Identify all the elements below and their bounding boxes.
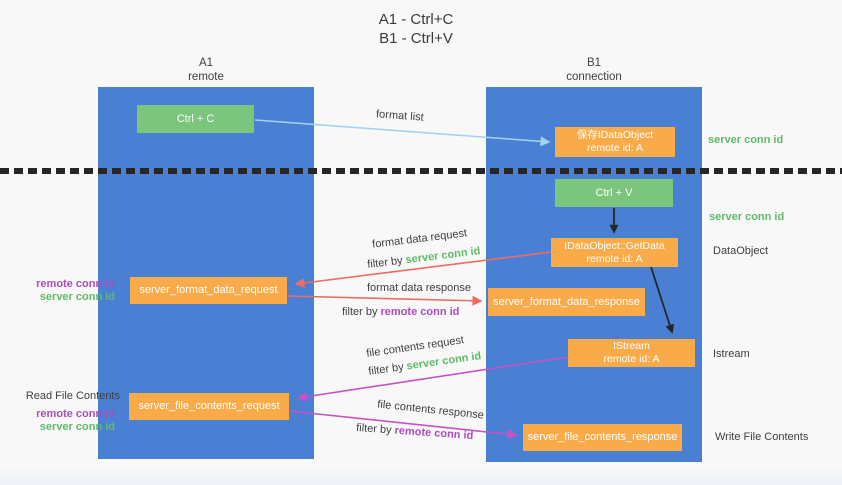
label-write-file-contents: Write File Contents <box>715 431 809 443</box>
label-server-conn-id-top: server conn id <box>708 134 784 146</box>
label-format-list: format list <box>375 108 425 124</box>
box-istream: IStream remote id: A <box>568 339 695 367</box>
title-line-1: A1 - Ctrl+C <box>378 11 454 28</box>
box-istream-line2: remote id: A <box>603 353 660 365</box>
column-a1-name: A1 <box>198 57 214 69</box>
box-save-dataobject-line2: remote id: A <box>586 142 644 154</box>
label-dataobject: DataObject <box>713 245 769 257</box>
box-server-format-data-response-label: server_format_data_response <box>493 295 640 308</box>
label-filter-by-remote-conn-id-1: filter by remote conn id <box>342 306 459 319</box>
column-b1-role: connection <box>566 71 622 83</box>
box-ctrl-c: Ctrl + C <box>137 105 254 133</box>
dashed-separator-line <box>0 168 842 174</box>
label-read-file-contents: Read File Contents <box>25 390 120 402</box>
box-ctrl-v: Ctrl + V <box>555 179 673 207</box>
title-line-2: B1 - Ctrl+V <box>379 30 453 47</box>
column-a1-role: remote <box>188 71 224 83</box>
column-header-a1: A1 remote <box>98 56 314 84</box>
box-ctrl-v-label: Ctrl + V <box>595 186 633 199</box>
column-b1-name: B1 <box>586 57 602 69</box>
diagram-title: A1 - Ctrl+C B1 - Ctrl+V <box>0 10 832 48</box>
box-server-file-contents-response: server_file_contents_response <box>523 424 682 451</box>
remote-conn-id-text: remote conn id <box>36 278 115 290</box>
label-file-contents-response: file contents response <box>376 398 485 422</box>
label-conn-ids-left-bottom: remote conn id server conn id <box>0 408 115 434</box>
remote-conn-id-text: remote conn id <box>380 306 460 318</box>
server-conn-id-text: server conn id <box>404 245 481 267</box>
column-header-b1: B1 connection <box>486 56 702 84</box>
label-format-data-response: format data response <box>367 282 471 294</box>
label-filter-by-remote-conn-id-2: filter by remote conn id <box>356 422 474 443</box>
filter-by-text: filter by <box>367 361 405 378</box>
box-idataobject-getdata: IDataObject::GetData remote id: A <box>551 238 678 267</box>
label-server-conn-id-mid: server conn id <box>709 211 785 223</box>
filter-by-text: filter by <box>366 254 404 271</box>
filter-by-text: filter by <box>355 421 392 437</box>
label-conn-ids-left-top: remote conn id server conn id <box>0 278 115 304</box>
box-server-file-contents-request-label: server_file_contents_request <box>138 400 280 412</box>
server-conn-id-text: server conn id <box>39 291 115 303</box>
box-getdata-line2: remote id: A <box>586 252 643 265</box>
box-istream-line1: IStream <box>613 340 650 352</box>
box-server-file-contents-response-label: server_file_contents_response <box>527 431 678 443</box>
box-server-file-contents-request: server_file_contents_request <box>129 393 289 420</box>
remote-conn-id-text: remote conn id <box>394 424 474 443</box>
box-getdata-line1: IDataObject::GetData <box>564 239 665 252</box>
server-conn-id-text: server conn id <box>39 421 115 433</box>
filter-by-text: filter by <box>342 306 378 318</box>
box-save-dataobject: 保存IDataObject remote id: A <box>555 127 675 157</box>
box-server-format-data-request-label: server_format_data_request <box>139 284 278 296</box>
box-server-format-data-response: server_format_data_response <box>488 288 645 316</box>
box-ctrl-c-label: Ctrl + C <box>176 112 215 125</box>
remote-conn-id-text: remote conn id <box>36 408 115 420</box>
box-server-format-data-request: server_format_data_request <box>130 277 287 304</box>
box-save-dataobject-line1: 保存IDataObject <box>576 129 654 141</box>
label-istream: Istream <box>713 348 750 360</box>
arrow-format-data-response <box>286 295 483 306</box>
